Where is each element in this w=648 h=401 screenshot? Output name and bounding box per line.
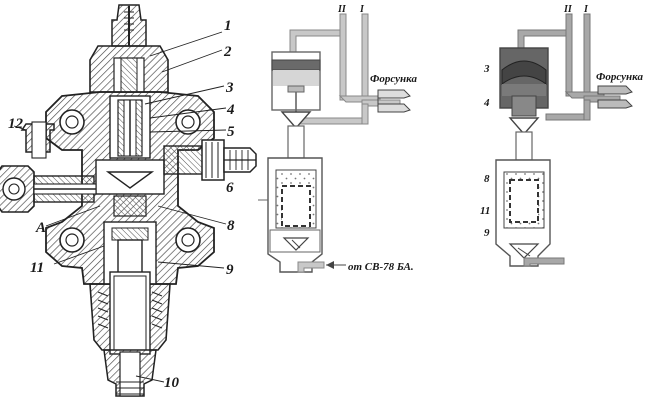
- schem2-callout-9: 9: [484, 227, 490, 239]
- schem2-nozzle-label: Форсунка: [596, 71, 643, 83]
- schem2-callout-3: 3: [483, 63, 490, 75]
- schem2-port-ii-label: II: [563, 4, 573, 15]
- schem2-callout-11: 11: [480, 205, 490, 217]
- callout-2: 2: [223, 44, 232, 60]
- assembly-cross-section: 1 2 3 4 5 6 8 9 10 11 12 A: [0, 4, 257, 397]
- callout-a: A: [35, 220, 46, 236]
- callout-10: 10: [164, 375, 180, 391]
- callout-5: 5: [227, 124, 235, 140]
- callout-3: 3: [225, 80, 234, 96]
- schematic-1: II I Форсунка от СВ-78 БА.: [258, 4, 417, 273]
- schem2-port-i-label: I: [583, 4, 589, 15]
- schem1-inlet-label: от СВ-78 БА.: [348, 261, 414, 273]
- schematic-2: II I Форсунка 3 4 8 11 9: [480, 4, 643, 267]
- callout-11: 11: [30, 260, 44, 276]
- schem2-callout-8: 8: [484, 173, 490, 185]
- schem1-nozzle-label: Форсунка: [370, 73, 417, 85]
- callout-9: 9: [226, 262, 234, 278]
- schem2-callout-4: 4: [483, 97, 490, 109]
- callout-6: 6: [226, 180, 234, 196]
- schem1-port-i-label: I: [359, 4, 365, 15]
- callout-12: 12: [8, 116, 24, 132]
- callout-4: 4: [226, 102, 235, 118]
- callout-1: 1: [224, 18, 232, 34]
- callout-8: 8: [227, 218, 235, 234]
- schem1-port-ii-label: II: [337, 4, 347, 15]
